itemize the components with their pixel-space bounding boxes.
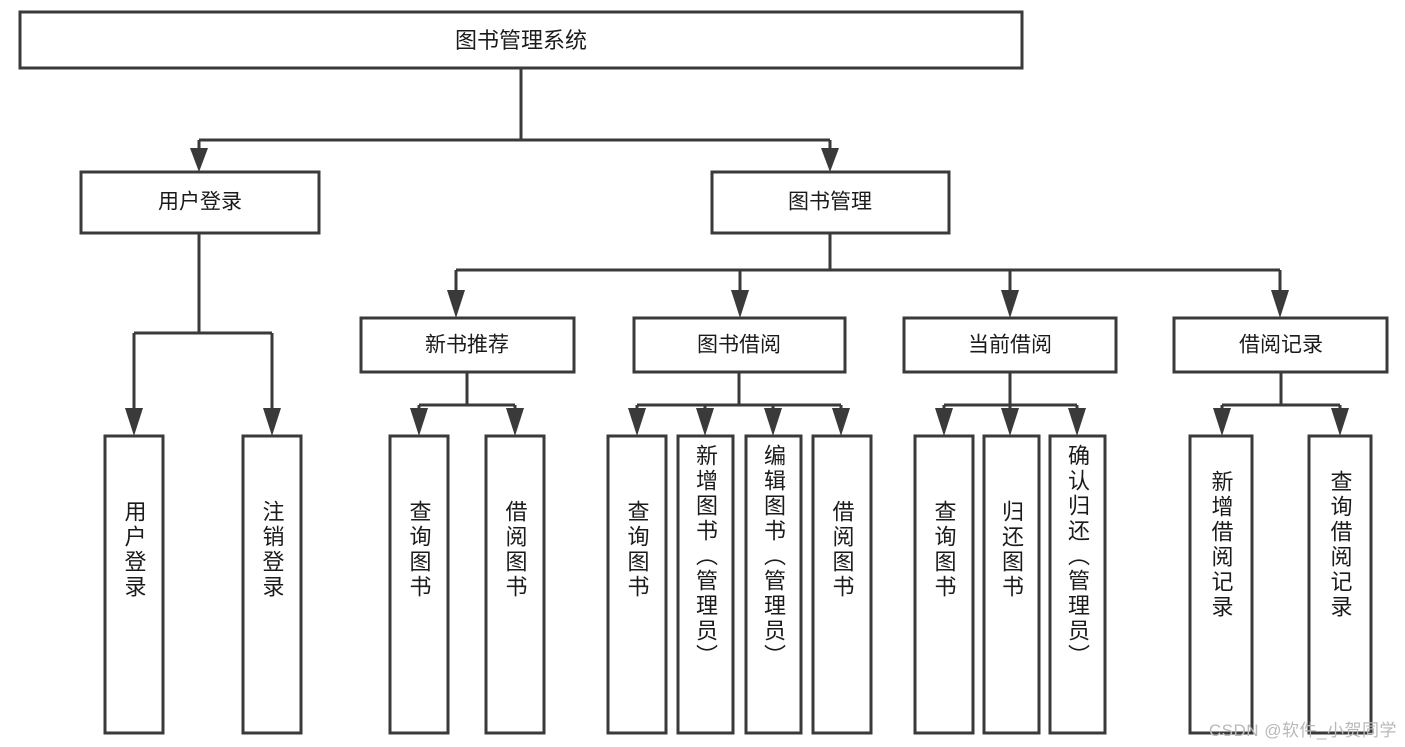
node-book-mgmt-box[interactable] — [710, 170, 951, 235]
node-new-book-rec-box[interactable] — [359, 316, 576, 374]
arrow-new-book-rec-leaf-1 — [410, 408, 428, 436]
node-book-borrow[interactable]: 图书借阅 — [632, 316, 847, 374]
node-leaf-user-logout-box[interactable] — [241, 434, 303, 735]
arrow-user-login-leaf-2 — [263, 408, 281, 436]
csdn-watermark: CSDN @软件_小贺同学 — [1208, 721, 1397, 740]
arrow-root-to-user-login — [190, 148, 208, 172]
node-leaf-user-login-box[interactable] — [103, 434, 165, 735]
arrow-book-borrow-leaf-1 — [628, 408, 646, 436]
node-leaf-rec-query-box[interactable] — [388, 434, 450, 735]
node-current-borrow-box[interactable] — [902, 316, 1118, 374]
node-leaf-borrow-lend-box[interactable] — [811, 434, 873, 735]
node-leaf-borrow-query-box[interactable] — [606, 434, 668, 735]
arrow-root-to-book-mgmt — [821, 148, 839, 172]
node-leaf-current-confirm-box[interactable] — [1048, 434, 1107, 735]
arrow-book-borrow-leaf-2 — [696, 408, 714, 436]
arrow-book-borrow-leaf-4 — [832, 408, 850, 436]
arrow-current-borrow-leaf-3 — [1068, 408, 1086, 436]
node-borrow-record-box[interactable] — [1172, 316, 1389, 374]
node-current-borrow-label: 当前借阅 — [968, 334, 1052, 357]
node-leaf-borrow-add-box[interactable] — [676, 434, 735, 735]
arrow-book-mgmt-to-borrow-record — [1271, 290, 1289, 318]
node-book-borrow-box[interactable] — [632, 316, 847, 374]
arrow-current-borrow-leaf-2 — [1001, 408, 1019, 436]
node-root-box[interactable] — [18, 10, 1024, 70]
node-user-login[interactable]: 用户登录 — [79, 170, 321, 235]
arrow-borrow-record-leaf-2 — [1331, 408, 1349, 436]
node-user-login-label: 用户登录 — [158, 191, 242, 214]
node-current-borrow[interactable]: 当前借阅 — [902, 316, 1118, 374]
node-book-mgmt-label: 图书管理 — [788, 191, 872, 214]
node-leaf-rec-borrow-box[interactable] — [484, 434, 546, 735]
arrow-current-borrow-leaf-1 — [935, 408, 953, 436]
arrow-book-mgmt-to-new-book-rec — [447, 290, 465, 318]
node-root-label: 图书管理系统 — [455, 28, 587, 53]
arrow-book-mgmt-to-book-borrow — [731, 290, 749, 318]
node-user-login-box[interactable] — [79, 170, 321, 235]
node-borrow-record-label: 借阅记录 — [1239, 334, 1323, 357]
arrow-book-borrow-leaf-3 — [764, 408, 782, 436]
node-new-book-rec-label: 新书推荐 — [425, 334, 509, 357]
node-new-book-rec[interactable]: 新书推荐 — [359, 316, 576, 374]
node-borrow-record[interactable]: 借阅记录 — [1172, 316, 1389, 374]
edges-layer — [125, 68, 1349, 436]
arrow-new-book-rec-leaf-2 — [506, 408, 524, 436]
node-book-borrow-label: 图书借阅 — [697, 334, 781, 357]
node-leaf-current-return-box[interactable] — [982, 434, 1041, 735]
arrow-borrow-record-leaf-1 — [1213, 408, 1231, 436]
nodes-layer: 图书管理系统 用户登录 图书管理 新书推荐 图书借阅 — [18, 10, 1389, 735]
node-leaf-current-query-box[interactable] — [913, 434, 975, 735]
node-leaf-record-query-box[interactable] — [1307, 434, 1373, 735]
node-root[interactable]: 图书管理系统 — [18, 10, 1024, 70]
arrow-user-login-leaf-1 — [125, 408, 143, 436]
node-book-mgmt[interactable]: 图书管理 — [710, 170, 951, 235]
node-leaf-borrow-edit-box[interactable] — [744, 434, 803, 735]
node-leaf-record-add-box[interactable] — [1188, 434, 1254, 735]
arrow-book-mgmt-to-current-borrow — [1001, 290, 1019, 318]
